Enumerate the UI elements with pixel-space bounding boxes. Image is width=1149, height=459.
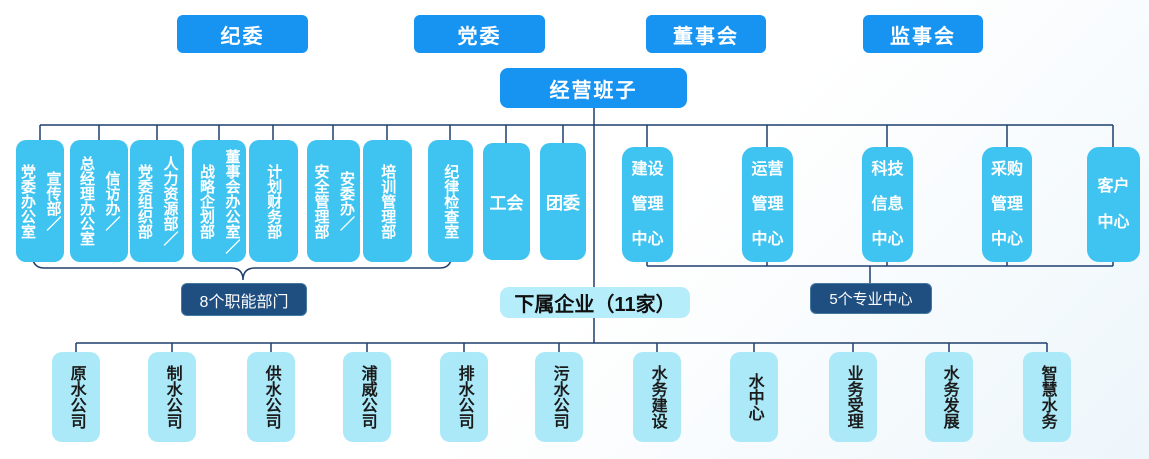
dept-party-committee-office: 党委办公室 宣传部／ [16,140,64,262]
sub-label: 污水公司 [550,365,568,429]
dept-col-left: 计划财务部 [265,163,283,239]
dept-discipline-inspection: 纪律检查室 [428,140,473,262]
sub-label: 业务受理 [844,365,862,429]
node-management-team: 经营班子 [500,68,687,108]
node-party-committee: 党委 [414,15,545,53]
dept-finance-planning: 计划财务部 [249,140,298,262]
dept-gm-office: 总经理办公室 信访办／ [70,140,128,262]
sub-sewage-company: 污水公司 [535,352,583,442]
node-board-of-directors: 董事会 [646,15,766,53]
sub-label: 供水公司 [262,365,280,429]
sub-label: 水务发展 [940,365,958,429]
sub-business-service: 业务受理 [829,352,877,442]
sub-puwei-company: 浦威公司 [343,352,391,442]
sub-water-supply-company: 供水公司 [247,352,295,442]
dept-col-left: 安全管理部 [312,163,330,239]
sub-raw-water-company: 原水公司 [52,352,100,442]
dept-board-office-strategy: 战略企划部 董事会办公室／ [192,140,246,262]
label-professional-centers: 5个专业中心 [810,283,932,314]
sub-water-construction: 水务建设 [633,352,681,442]
sub-label: 制水公司 [163,365,181,429]
dept-col-right: 人力资源部／ [161,156,179,246]
sub-label: 浦威公司 [358,365,376,429]
sub-drainage-company: 排水公司 [440,352,488,442]
dept-col-right: 董事会办公室／ [223,148,241,254]
sub-label: 水务建设 [648,365,666,429]
label-functional-departments: 8个职能部门 [181,283,307,316]
dept-col-right: 信访办／ [103,171,121,231]
center-construction: 建设 管理 中心 [622,147,673,262]
center-customer: 客户 中心 [1087,147,1140,262]
node-youth-league: 团委 [540,143,586,260]
dept-col-right: 宣传部／ [44,171,62,231]
dept-col-left: 战略企划部 [198,163,215,239]
center-operations: 运营 管理 中心 [742,147,793,262]
node-discipline-committee: 纪委 [177,15,308,53]
center-tech-info: 科技 信息 中心 [862,147,913,262]
label-subsidiaries: 下属企业（11家） [500,287,690,318]
sub-water-development: 水务发展 [925,352,973,442]
sub-label: 原水公司 [67,365,85,429]
node-labor-union: 工会 [483,143,530,260]
sub-label: 智慧水务 [1038,365,1056,429]
sub-smart-water: 智慧水务 [1023,352,1071,442]
dept-col-left: 总经理办公室 [78,156,95,246]
sub-water-center: 水中心 [730,352,778,442]
sub-label: 排水公司 [455,365,473,429]
dept-col-left: 培训管理部 [379,163,397,239]
dept-safety-management: 安全管理部 安委办／ [307,140,360,262]
dept-hr-organization: 党委组织部 人力资源部／ [130,140,184,262]
dept-training-management: 培训管理部 [363,140,412,262]
dept-col-left: 党委办公室 [19,163,36,239]
dept-col-left: 纪律检查室 [442,163,460,239]
sub-label: 水中心 [745,373,763,421]
sub-water-production-company: 制水公司 [148,352,196,442]
dept-col-right: 安委办／ [338,171,355,231]
node-supervisory-board: 监事会 [863,15,983,53]
dept-col-left: 党委组织部 [136,163,153,239]
center-procurement: 采购 管理 中心 [982,147,1032,262]
